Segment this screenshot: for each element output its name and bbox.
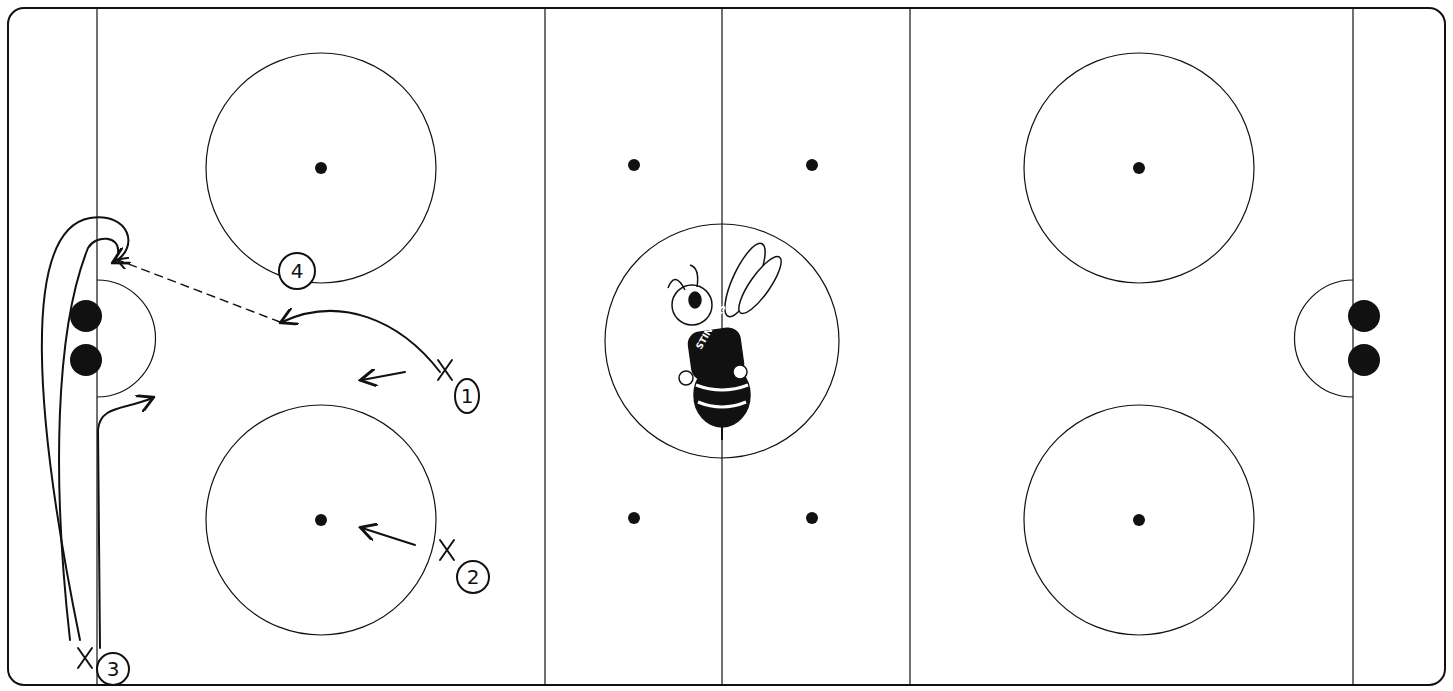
player-number: 4 <box>278 252 316 290</box>
player-number: 3 <box>96 652 130 686</box>
player-label: 1 <box>461 386 474 406</box>
player-label: 4 <box>291 261 304 281</box>
player-number: 1 <box>454 378 480 414</box>
bee-logo <box>668 239 788 440</box>
player-number: 2 <box>456 560 490 594</box>
player-label: 3 <box>107 659 120 679</box>
player-paths <box>42 217 454 668</box>
player-label: 2 <box>467 567 480 587</box>
